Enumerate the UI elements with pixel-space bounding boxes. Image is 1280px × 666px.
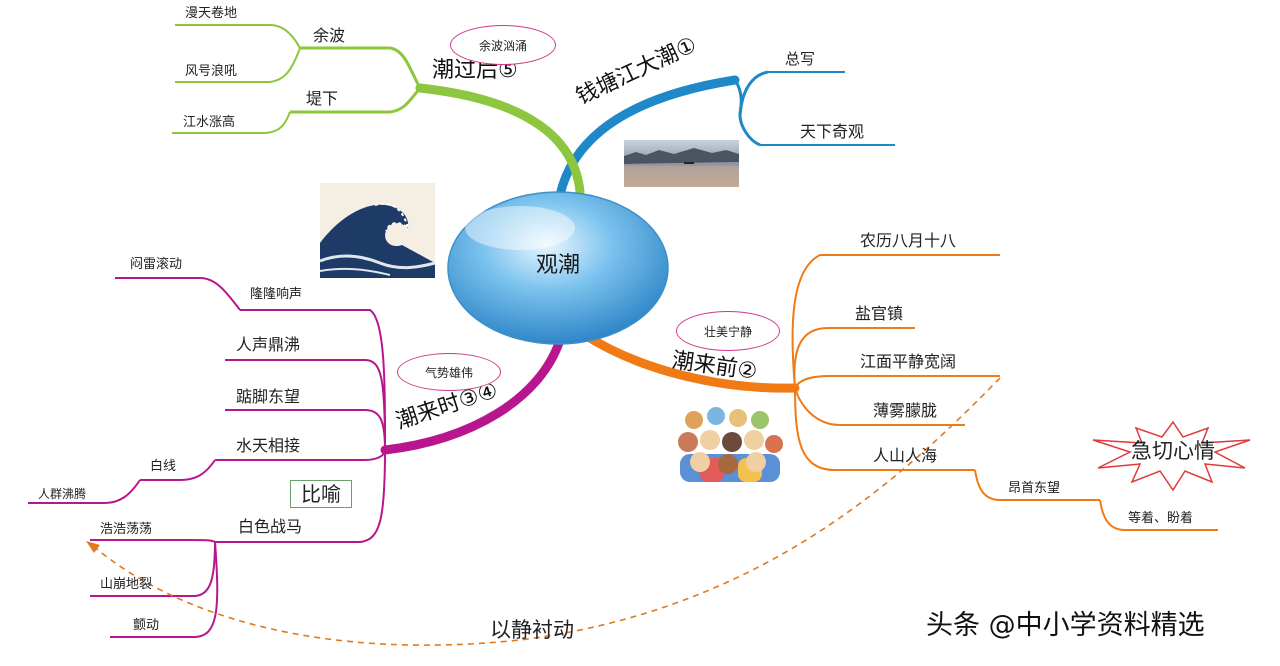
b3-child-2: 踮脚东望 (236, 387, 301, 406)
b2-child-4: 人山人海 (873, 446, 938, 465)
contrast-curve (91, 377, 1001, 646)
b3-child-3: 水天相接 (236, 436, 301, 455)
b2-child-3: 薄雾朦胧 (873, 401, 938, 420)
branch-2-trunk (580, 330, 800, 393)
emotion-starburst (1092, 420, 1251, 492)
b5-child-1: 堤下 (306, 89, 339, 108)
b3-thunder: 闷雷滚动 (130, 257, 183, 272)
watermark: 头条 @中小学资料精选 (926, 610, 1205, 641)
note-b3: 气势雄伟 (397, 353, 501, 391)
b5-leaf-1: 风号浪吼 (185, 64, 238, 79)
contrast-label: 以静衬动 (490, 618, 574, 642)
b3-child-4: 白色战马 (238, 517, 303, 536)
b3-horse-2: 颤动 (133, 618, 160, 633)
b1-child-0: 总写 (785, 50, 816, 68)
b3-line: 白线 (150, 459, 177, 474)
b5-leaf-2: 江水涨高 (183, 115, 236, 130)
b5-leaf-0: 漫天卷地 (185, 6, 238, 21)
center-topic: 观潮 (535, 253, 580, 278)
b3-child-1: 人声鼎沸 (236, 335, 301, 354)
note-b2: 壮美宁静 (676, 311, 780, 351)
b2-child-0: 农历八月十八 (860, 231, 957, 250)
branch-3-trunk (380, 335, 565, 455)
b1-child-1: 天下奇观 (800, 122, 865, 141)
wave-picture (319, 183, 436, 278)
crowd-picture (678, 407, 783, 482)
b2-child-1: 盐官镇 (855, 304, 904, 323)
b3-line-leaf: 人群沸腾 (38, 487, 87, 501)
b3-horse-0: 浩浩荡荡 (100, 522, 153, 537)
note-b5: 余波汹涌 (450, 25, 556, 65)
emotion-label: 急切心情 (1131, 439, 1215, 463)
b3-child-0: 隆隆响声 (250, 287, 303, 302)
figure-of-speech-box: 比喻 (290, 480, 352, 508)
branch-1-trunk (555, 75, 740, 200)
b2-sub: 昂首东望 (1008, 481, 1061, 496)
branch-5-title: 潮过后⑤ (432, 58, 518, 83)
center-bubble (447, 191, 669, 345)
b5-child-0: 余波 (313, 26, 346, 45)
branch-5-trunk (415, 83, 585, 197)
b2-sub-leaf: 等着、盼着 (1128, 511, 1194, 526)
b2-child-2: 江面平静宽阔 (860, 352, 957, 371)
river-photo (624, 140, 739, 187)
b3-horse-1: 山崩地裂 (100, 577, 153, 592)
